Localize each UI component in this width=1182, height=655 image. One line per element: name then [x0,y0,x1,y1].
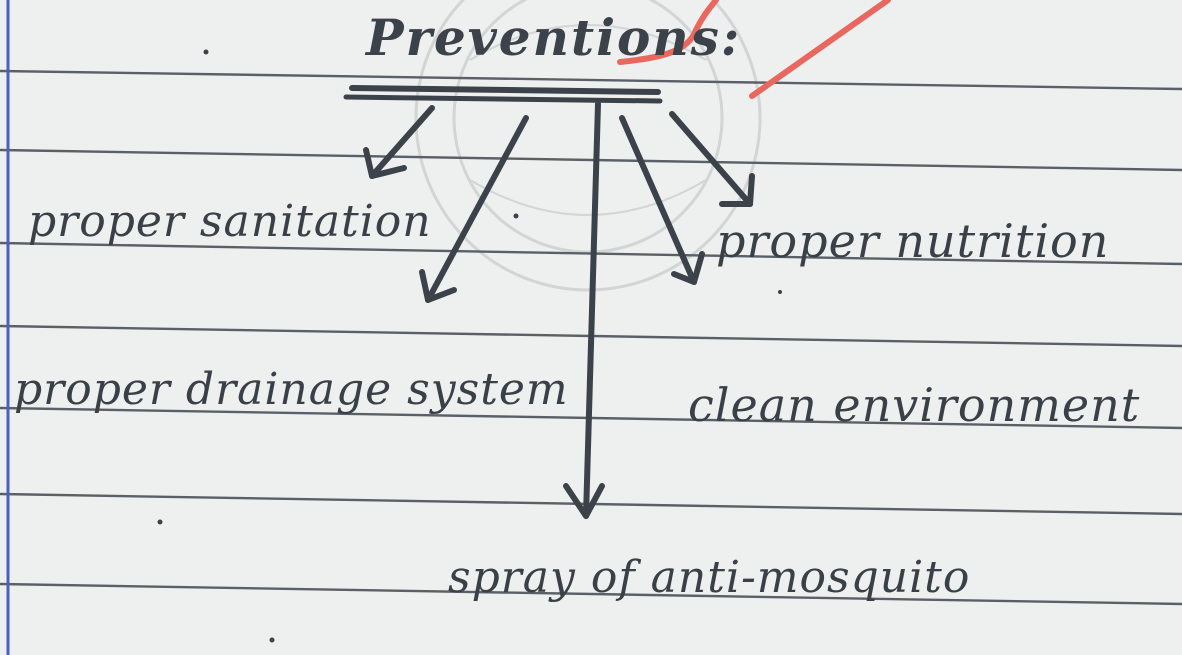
arrow-to-sanitation [363,105,435,179]
arrows [363,101,755,519]
arrow-to-nutrition-upper [669,111,755,207]
arrow-to-drainage [419,115,529,303]
red-annotation-marks [617,0,891,99]
heading-preventions: Preventions: [366,8,742,67]
watermark-stamp [414,0,762,292]
item-proper-sanitation: proper sanitation [28,196,432,247]
arrow-to-spray [563,101,605,519]
pen-dots [157,49,782,643]
item-proper-drainage-system: proper drainage system [14,364,569,415]
item-proper-nutrition: proper nutrition [716,214,1110,268]
item-clean-environment: clean environment [688,378,1141,432]
arrow-to-nutrition [619,115,705,285]
heading-underline [343,85,663,104]
item-spray-of-anti-mosquito: spray of anti-mosquito [448,552,971,603]
